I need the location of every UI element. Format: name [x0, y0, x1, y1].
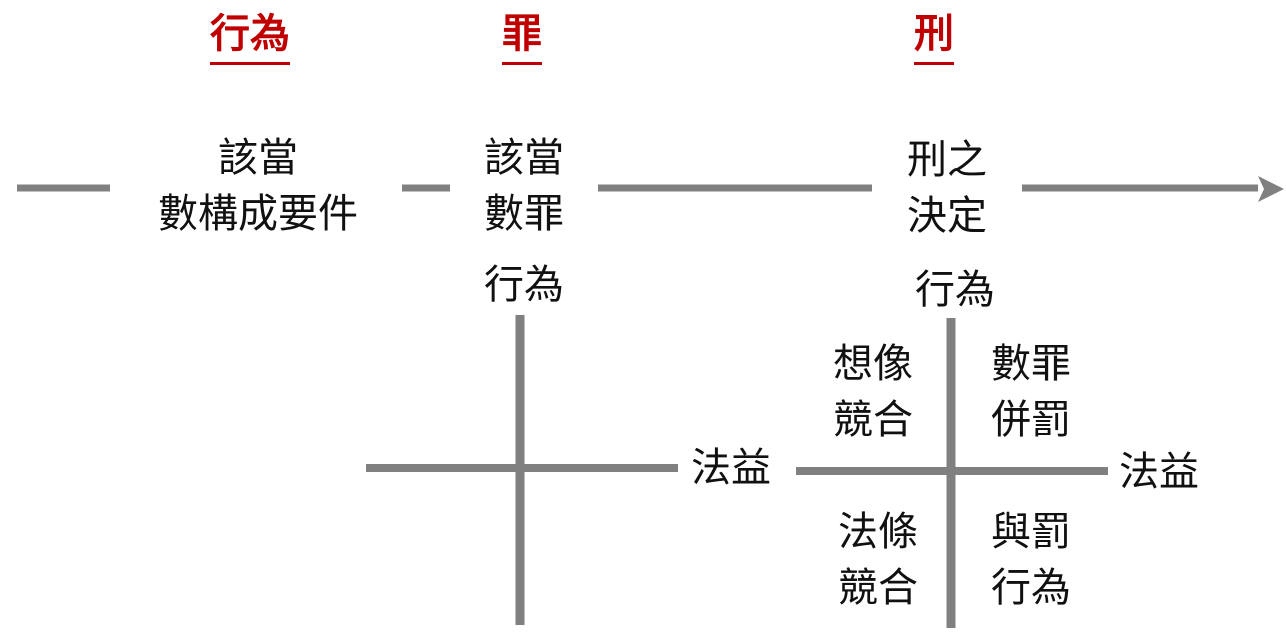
quadrant-statutory-concurrence-line1: 法條 — [838, 509, 918, 555]
quadrant-punishable-act-line2: 行為 — [991, 565, 1071, 611]
quadrant-punishable-act-line1: 與罰 — [991, 509, 1071, 555]
step-applicable-elements-line2: 數構成要件 — [158, 191, 358, 237]
quadrant-statutory-concurrence-line2: 競合 — [838, 565, 918, 611]
heading-crime: 罪 — [502, 6, 542, 65]
quadrant-statutory-concurrence: 法條 競合 — [820, 504, 936, 616]
quadrant-cumulative-punishment-line2: 併罰 — [991, 397, 1071, 443]
heading-act: 行為 — [210, 6, 290, 65]
step-multiple-crimes: 該當 數罪 — [466, 130, 582, 242]
right-cross-vertical-label: 行為 — [915, 267, 995, 313]
step-applicable-elements: 該當 數構成要件 — [130, 130, 386, 242]
quadrant-cumulative-punishment: 數罪 併罰 — [973, 336, 1089, 448]
quadrant-imaginative-concurrence-line1: 想像 — [833, 341, 913, 387]
timeline-arrowhead — [1258, 176, 1284, 202]
right-cross-horizontal-label: 法益 — [1119, 449, 1199, 495]
quadrant-cumulative-punishment-line1: 數罪 — [991, 341, 1071, 387]
step-multiple-crimes-line1: 該當 — [484, 135, 564, 181]
left-cross-horizontal-label: 法益 — [691, 445, 771, 491]
quadrant-imaginative-concurrence-line2: 競合 — [833, 397, 913, 443]
step-sentence-decision-line2: 決定 — [907, 193, 987, 239]
quadrant-punishable-act: 與罰 行為 — [973, 504, 1089, 616]
left-cross-vertical-label: 行為 — [484, 262, 564, 308]
step-sentence-decision-line1: 刑之 — [907, 137, 987, 183]
step-sentence-decision: 刑之 決定 — [887, 132, 1007, 244]
step-applicable-elements-line1: 該當 — [218, 135, 298, 181]
step-multiple-crimes-line2: 數罪 — [484, 191, 564, 237]
quadrant-imaginative-concurrence: 想像 競合 — [815, 336, 931, 448]
heading-punishment: 刑 — [914, 6, 954, 65]
